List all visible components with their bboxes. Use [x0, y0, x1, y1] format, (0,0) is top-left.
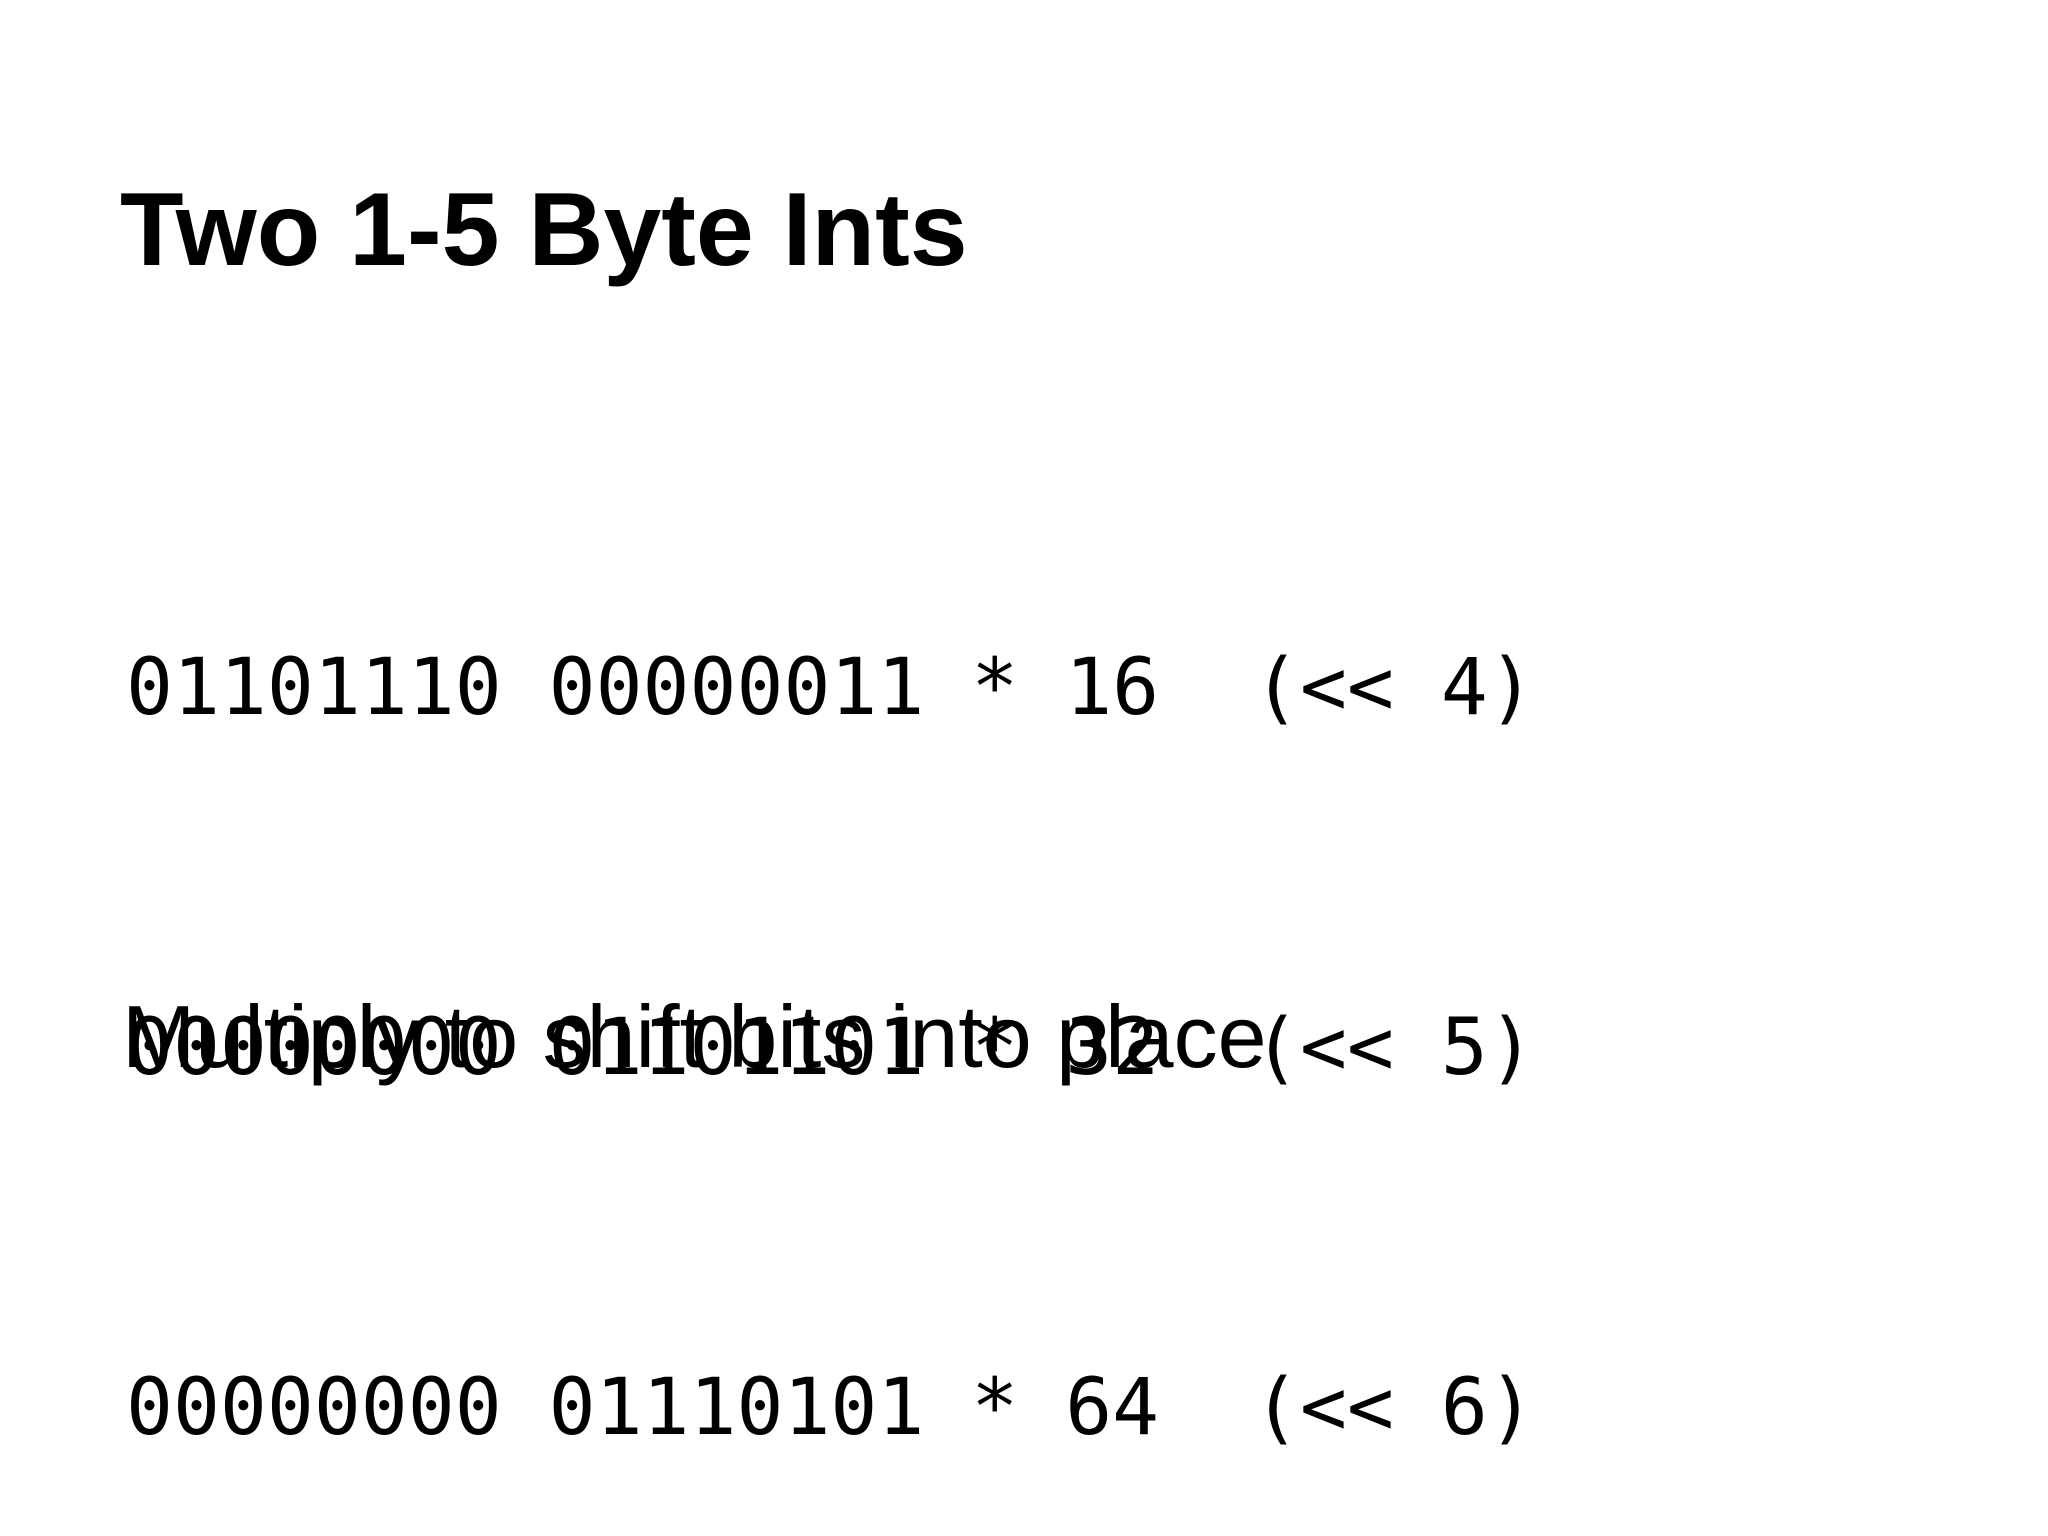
binary-shift-listing: 01101110 00000011 * 16 (<< 4) 00000000 0… — [126, 388, 1535, 1536]
code-line-shift-6: 00000000 01110101 * 64 (<< 6) — [126, 1363, 1535, 1453]
code-line-shift-5: 00000000 01101101 * 32 (<< 5) — [126, 1003, 1535, 1093]
code-line-shift-4: 01101110 00000011 * 16 (<< 4) — [126, 643, 1535, 733]
slide-caption: Multiply to shift bits into place — [122, 987, 1267, 1086]
slide-title: Two 1-5 Byte Ints — [120, 172, 968, 288]
